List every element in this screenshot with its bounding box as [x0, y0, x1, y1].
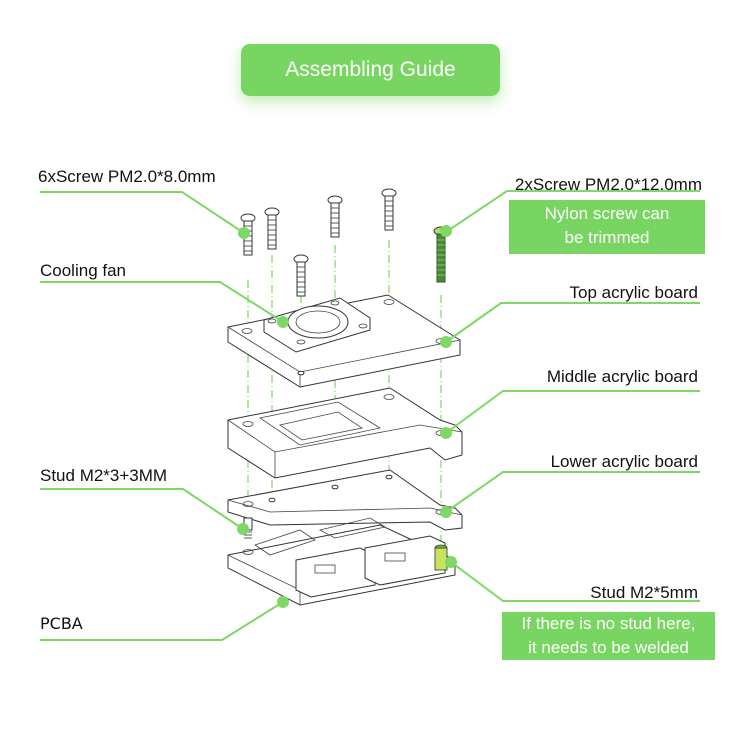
- screw: [264, 207, 280, 250]
- note-weld-line2: it needs to be welded: [528, 638, 689, 657]
- leader-middle-board: [445, 390, 700, 434]
- middle-acrylic-board: [227, 387, 463, 479]
- leader-stud-long: [450, 561, 700, 602]
- screw: [327, 195, 343, 238]
- leader-screw-long: [445, 190, 700, 233]
- screw: [293, 254, 309, 297]
- screw: [381, 188, 397, 231]
- label-cooling-fan: Cooling fan: [40, 261, 127, 280]
- label-screw-short: 6xScrew PM2.0*8.0mm: [38, 167, 216, 186]
- assembling-guide-title: Assembling Guide: [241, 44, 500, 96]
- leader-screw-short: [40, 191, 245, 234]
- note-weld-stud: If there is no stud here, it needs to be…: [502, 612, 715, 660]
- label-top-board: Top acrylic board: [569, 283, 698, 302]
- long-stud: [434, 544, 448, 571]
- label-screw-long: 2xScrew PM2.0*12.0mm: [514, 175, 702, 194]
- label-stud-short: Stud M2*3+3MM: [40, 466, 168, 485]
- leader-lines: [40, 190, 700, 641]
- label-lower-board: Lower acrylic board: [550, 452, 698, 471]
- label-middle-board: Middle acrylic board: [546, 367, 698, 386]
- leader-cooling-fan: [40, 281, 284, 323]
- note-nylon-line1: Nylon screw can: [544, 204, 670, 223]
- label-stud-long: Stud M2*5mm: [590, 583, 698, 602]
- leader-lower-board: [445, 471, 700, 513]
- note-nylon-line2: be trimmed: [564, 228, 650, 247]
- leader-pcba: [40, 601, 284, 641]
- note-weld-line1: If there is no stud here,: [521, 614, 696, 633]
- leader-stud-short: [40, 488, 244, 530]
- pcba-board: [227, 517, 456, 606]
- lower-acrylic-board: [227, 469, 463, 531]
- label-pcba: PCBA: [40, 614, 83, 633]
- leader-top-board: [445, 302, 700, 343]
- short-screws: [240, 188, 397, 297]
- note-nylon-screw: Nylon screw can be trimmed: [509, 200, 705, 254]
